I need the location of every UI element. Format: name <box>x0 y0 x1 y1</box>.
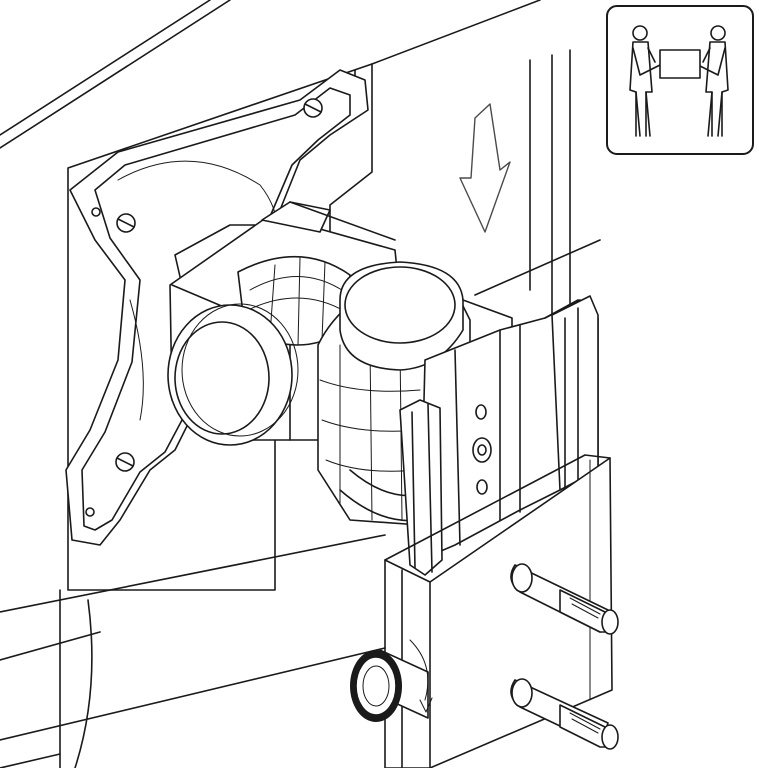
mounting-hole <box>91 207 101 217</box>
screw-top-right <box>303 98 323 118</box>
lower-pole <box>0 534 386 768</box>
two-person-lift-icon <box>606 5 754 155</box>
tilt-lock-cap <box>167 303 299 446</box>
sliding-rail-bracket <box>399 295 599 576</box>
barrel-top-cap <box>339 261 513 371</box>
screw-top-left <box>116 213 136 233</box>
plate-hole <box>475 404 487 420</box>
plate-hole <box>476 479 488 495</box>
wall-anchor-bottom <box>510 678 619 750</box>
screw-bottom-left <box>115 452 135 472</box>
down-arrow <box>459 103 511 233</box>
thumb-screw-knob <box>350 639 433 722</box>
wall-bracket-plate <box>474 49 601 316</box>
mounting-hole <box>85 507 95 517</box>
wall-anchor-top <box>510 563 619 635</box>
